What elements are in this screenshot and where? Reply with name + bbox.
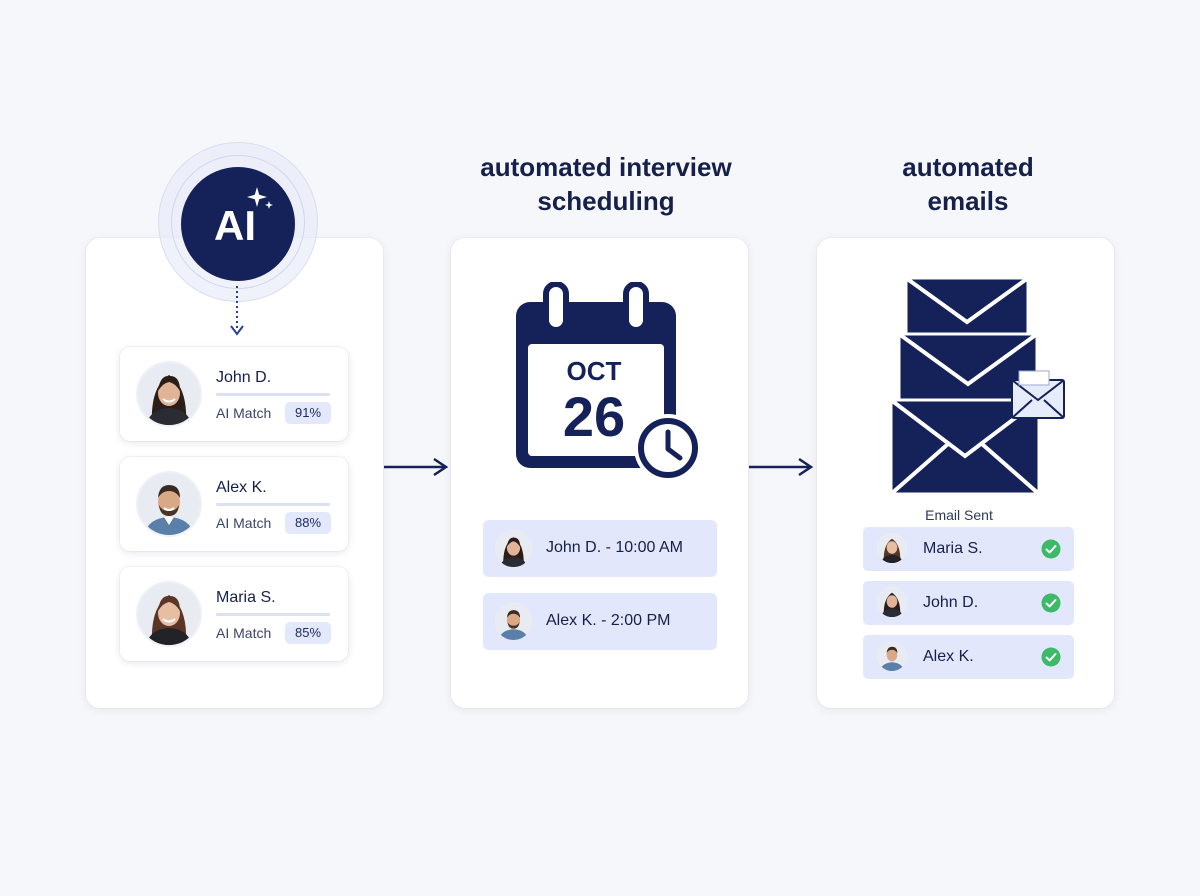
emails-heading: automated emails	[808, 150, 1128, 218]
match-score-badge: 85%	[285, 622, 331, 644]
man-avatar-icon	[877, 641, 907, 671]
email-recipient-row[interactable]: Maria S.	[863, 527, 1074, 571]
candidate-card[interactable]: Maria S. AI Match 85%	[120, 567, 348, 661]
calendar-month: OCT	[566, 356, 622, 386]
man-avatar-icon	[138, 473, 200, 535]
man-avatar-icon	[495, 603, 532, 640]
woman-avatar-icon	[877, 587, 907, 617]
match-score-badge: 88%	[285, 512, 331, 534]
candidate-name: John D.	[216, 369, 272, 386]
candidate-card[interactable]: Alex K. AI Match 88%	[120, 457, 348, 551]
avatar	[877, 533, 907, 563]
avatar	[877, 587, 907, 617]
divider	[216, 503, 330, 506]
slot-text: John D. - 10:00 AM	[546, 539, 683, 556]
ai-badge-ring	[171, 155, 305, 289]
emails-heading-line-1: automated	[902, 152, 1034, 182]
calendar-icon	[516, 282, 702, 482]
interview-slot[interactable]: John D. - 10:00 AM	[483, 520, 717, 577]
woman-avatar-icon	[138, 583, 200, 645]
divider	[216, 613, 330, 616]
avatar	[136, 361, 202, 427]
candidate-card[interactable]: John D. AI Match 91%	[120, 347, 348, 441]
flow-arrow-icon	[749, 457, 814, 477]
dotted-down-arrow	[230, 286, 244, 336]
sparkle-icon	[247, 187, 273, 209]
avatar	[136, 471, 202, 537]
ai-badge: AI	[181, 167, 295, 281]
ai-badge-label: AI	[214, 202, 256, 249]
calendar-day: 26	[562, 385, 626, 448]
check-icon	[1041, 647, 1061, 667]
candidate-name: Alex K.	[216, 479, 267, 496]
match-label: AI Match	[216, 515, 272, 531]
woman-avatar-icon	[877, 533, 907, 563]
avatar	[495, 603, 532, 640]
check-icon	[1041, 593, 1061, 613]
match-score-badge: 91%	[285, 402, 331, 424]
divider	[216, 393, 330, 396]
scheduling-heading: automated interview scheduling	[446, 150, 766, 218]
match-label: AI Match	[216, 405, 272, 421]
recipient-name: Maria S.	[923, 540, 983, 557]
match-label: AI Match	[216, 625, 272, 641]
slot-text: Alex K. - 2:00 PM	[546, 612, 671, 629]
avatar	[495, 530, 532, 567]
flow-arrow-icon	[384, 457, 449, 477]
mail-icon	[1011, 370, 1065, 419]
scheduling-heading-line-1: automated interview	[480, 152, 732, 182]
check-icon	[1041, 539, 1061, 559]
avatar	[877, 641, 907, 671]
emails-heading-line-2: emails	[927, 186, 1009, 216]
envelopes-icon	[889, 276, 1065, 496]
avatar	[136, 581, 202, 647]
woman-avatar-icon	[138, 363, 200, 425]
email-recipient-row[interactable]: John D.	[863, 581, 1074, 625]
woman-avatar-icon	[495, 530, 532, 567]
recipient-name: Alex K.	[923, 648, 974, 665]
candidate-name: Maria S.	[216, 589, 276, 606]
interview-slot[interactable]: Alex K. - 2:00 PM	[483, 593, 717, 650]
email-status-label: Email Sent	[925, 507, 993, 523]
recipient-name: John D.	[923, 594, 979, 611]
email-recipient-row[interactable]: Alex K.	[863, 635, 1074, 679]
scheduling-heading-line-2: scheduling	[537, 186, 675, 216]
